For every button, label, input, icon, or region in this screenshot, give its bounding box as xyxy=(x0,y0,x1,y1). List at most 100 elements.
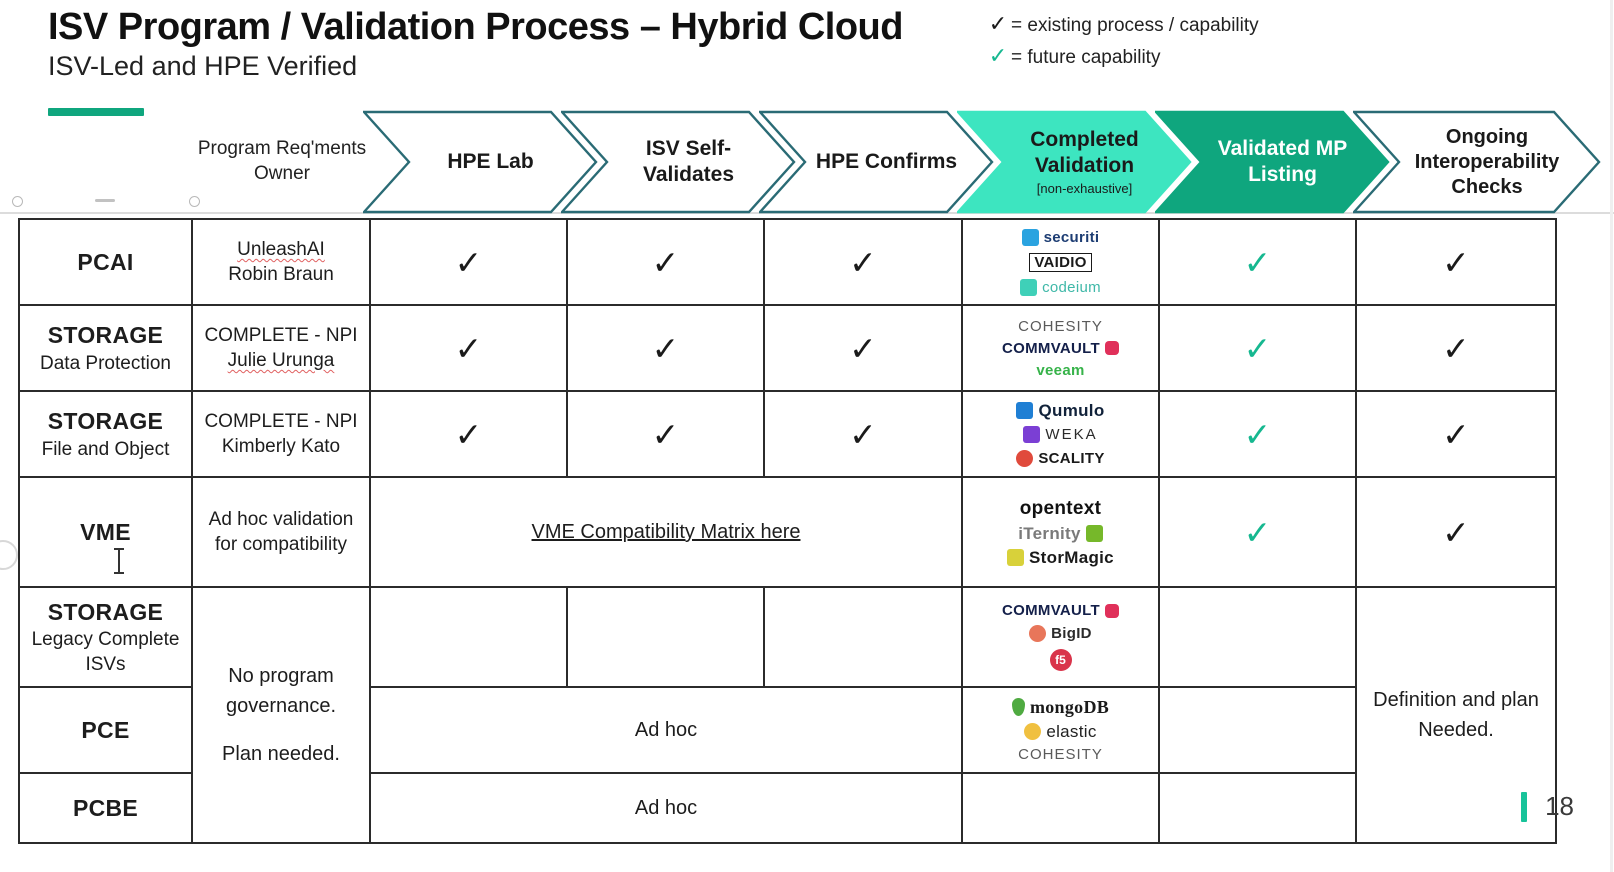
securiti-icon xyxy=(1021,228,1039,246)
check-icon: ✓ xyxy=(651,329,680,367)
selection-rotate-arc xyxy=(0,540,18,570)
table-cell-completed-validation: COMMVAULT BigID f5 xyxy=(961,586,1160,688)
check-icon: ✓ xyxy=(849,243,877,281)
logo-scality: SCALITY xyxy=(1016,449,1104,467)
mongodb-icon xyxy=(1011,698,1025,716)
owner-header-line1: Program Req'ments xyxy=(197,138,367,160)
table-cell-ongoing: ✓ xyxy=(1355,304,1557,392)
column-header-owner: Program Req'ments Owner xyxy=(193,110,371,214)
page-title: ISV Program / Validation Process – Hybri… xyxy=(48,6,903,48)
validation-matrix-table: PCAI UnleashAI Robin Braun ✓ ✓ ✓ securit… xyxy=(18,218,1557,844)
table-row-category: VME xyxy=(18,476,193,588)
table-cell-hpe-confirms: ✓ xyxy=(763,390,963,478)
scality-icon xyxy=(1016,449,1034,467)
table-cell-hpe-confirms: ✓ xyxy=(763,304,963,392)
table-cell-isv-self: ✓ xyxy=(566,218,765,306)
table-cell-validated-mp xyxy=(1158,686,1357,774)
table-row-category: PCBE xyxy=(18,772,193,844)
table-cell-hpe-lab: ✓ xyxy=(369,218,568,306)
table-cell-hpe-confirms: ✓ xyxy=(763,218,963,306)
selection-handle-left[interactable] xyxy=(12,196,23,207)
table-cell-isv-self: ✓ xyxy=(566,390,765,478)
table-cell-owner: Ad hoc validation for compatibility xyxy=(191,476,371,588)
check-icon: ✓ xyxy=(849,329,877,367)
vme-compatibility-matrix-link[interactable]: VME Compatibility Matrix here xyxy=(531,520,801,543)
table-cell-completed-validation: opentext iTernity StorMagic xyxy=(961,476,1160,588)
table-cell-validated-mp xyxy=(1158,586,1357,688)
logo-stack: mongoDB elastic COHESITY xyxy=(1011,698,1109,763)
table-cell-hpe-confirms xyxy=(763,586,963,688)
legend: ✓ = existing process / capability ✓ = fu… xyxy=(985,8,1259,72)
check-icon: ✓ xyxy=(1243,329,1272,367)
logo-securiti: securiti xyxy=(1021,228,1100,246)
logo-weka: WEKA xyxy=(1023,425,1097,443)
logo-codeium: codeium xyxy=(1020,278,1101,296)
table-cell-validated-mp: ✓ xyxy=(1158,218,1357,306)
table-cell-hpe-lab xyxy=(369,586,568,688)
logo-stack: COHESITY COMMVAULT veeam xyxy=(1002,319,1119,378)
hpe-brand-bar xyxy=(1521,791,1528,822)
table-cell-isv-self xyxy=(566,586,765,688)
selection-handle-right[interactable] xyxy=(189,196,200,207)
check-icon: ✓ xyxy=(1442,513,1470,551)
table-cell-hpe-lab: ✓ xyxy=(369,304,568,392)
table-row-category: STORAGE Data Protection xyxy=(18,304,193,392)
table-cell-ongoing: ✓ xyxy=(1355,476,1557,588)
qumulo-icon xyxy=(1016,401,1034,419)
check-icon: ✓ xyxy=(651,243,680,281)
owner-header-line2: Owner xyxy=(254,163,310,184)
check-icon: ✓ xyxy=(454,243,483,281)
table-cell-ongoing: ✓ xyxy=(1355,390,1557,478)
logo-stack: opentext iTernity StorMagic xyxy=(1007,499,1114,566)
f5-icon: f5 xyxy=(1049,649,1072,671)
table-cell-validated-mp: ✓ xyxy=(1158,390,1357,478)
logo-elastic: elastic xyxy=(1024,723,1096,740)
check-icon: ✓ xyxy=(988,42,1008,68)
check-icon: ✓ xyxy=(454,329,483,367)
stormagic-icon xyxy=(1007,548,1025,566)
elastic-icon xyxy=(1024,723,1042,740)
commvault-icon xyxy=(1104,603,1119,618)
table-cell-vme-compatibility-link[interactable]: VME Compatibility Matrix here xyxy=(369,476,963,588)
check-icon: ✓ xyxy=(651,415,680,453)
logo-commvault: COMMVAULT xyxy=(1002,603,1119,618)
table-cell-owner: COMPLETE - NPI Kimberly Kato xyxy=(191,390,371,478)
slide-right-edge xyxy=(1610,0,1613,872)
table-cell-completed-validation: Qumulo WEKA SCALITY xyxy=(961,390,1160,478)
page-subtitle: ISV-Led and HPE Verified xyxy=(48,50,358,81)
text-cursor xyxy=(114,548,124,574)
table-cell-owner: COMPLETE - NPI Julie Urunga xyxy=(191,304,371,392)
logo-stack: Qumulo WEKA SCALITY xyxy=(1016,401,1104,467)
logo-vaidio: VAIDIO xyxy=(1029,252,1092,272)
logo-qumulo: Qumulo xyxy=(1016,401,1104,419)
check-icon: ✓ xyxy=(454,415,483,453)
legend-label-future: = future capability xyxy=(1011,46,1161,68)
logo-cohesity: COHESITY xyxy=(1018,746,1103,763)
table-row-category: STORAGE Legacy Complete ISVs xyxy=(18,586,193,688)
logo-stack: securiti VAIDIO codeium xyxy=(1020,228,1101,296)
table-cell-adhoc-merged: Ad hoc xyxy=(369,772,963,844)
legend-item-existing: ✓ = existing process / capability xyxy=(985,8,1259,40)
weka-icon xyxy=(1023,425,1041,443)
selection-handle-middle[interactable] xyxy=(95,199,115,202)
table-cell-completed-validation: mongoDB elastic COHESITY xyxy=(961,686,1160,774)
table-cell-isv-self: ✓ xyxy=(566,304,765,392)
logo-stormagic: StorMagic xyxy=(1007,548,1114,566)
logo-iternity: iTernity xyxy=(1018,524,1103,542)
logo-opentext: opentext xyxy=(1019,497,1102,519)
legend-label-existing: = existing process / capability xyxy=(1011,15,1259,36)
iternity-icon xyxy=(1085,524,1103,542)
table-row-category: PCE xyxy=(18,686,193,774)
table-row-category: PCAI xyxy=(18,218,193,306)
check-icon: ✓ xyxy=(1442,329,1470,367)
table-cell-validated-mp xyxy=(1158,772,1357,844)
page-number: 18 xyxy=(1545,791,1574,821)
check-icon: ✓ xyxy=(1243,415,1272,453)
table-cell-validated-mp: ✓ xyxy=(1158,304,1357,392)
table-cell-owner: UnleashAI Robin Braun xyxy=(191,218,371,306)
table-cell-validated-mp: ✓ xyxy=(1158,476,1357,588)
chevron-ongoing-interoperability-checks[interactable]: Ongoing Interoperability Checks xyxy=(1353,110,1601,214)
process-chevron-row: HPE Lab ISV Self- Validates HPE Confirms… xyxy=(0,110,1614,214)
logo-f5: f5 xyxy=(1049,649,1072,671)
table-cell-completed-validation: securiti VAIDIO codeium xyxy=(961,218,1160,306)
